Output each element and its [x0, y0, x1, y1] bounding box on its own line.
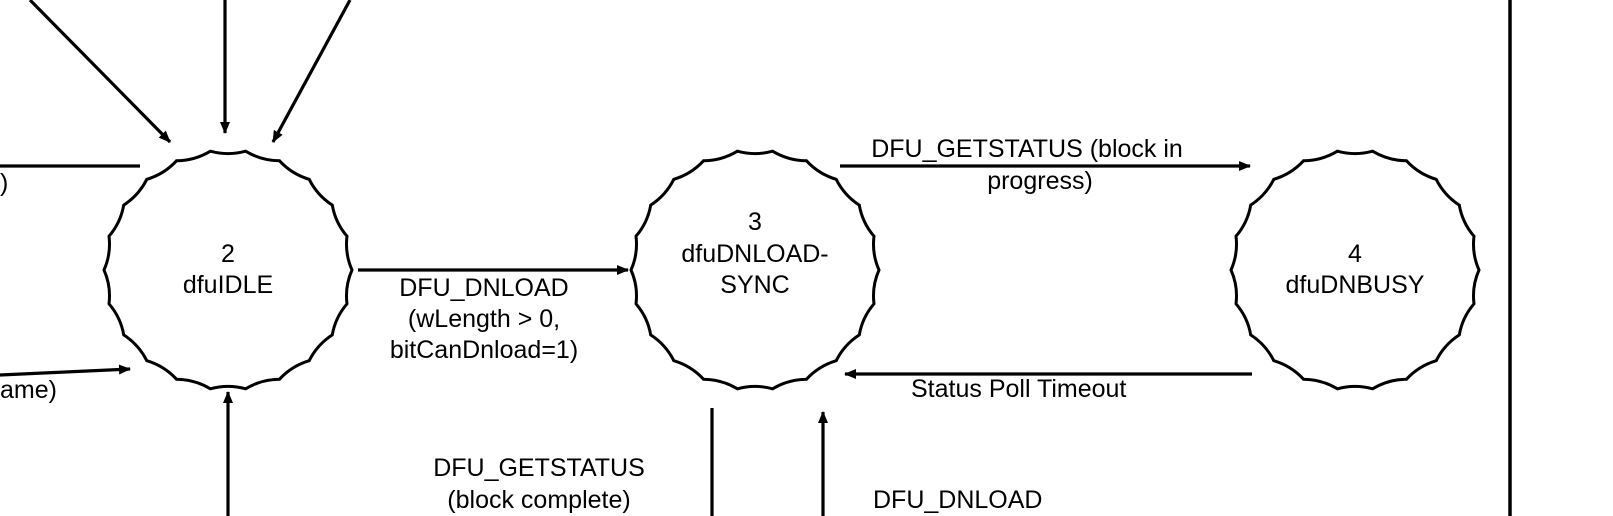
label-left-partial-top: ) [0, 169, 8, 197]
state-sync-name-line2: SYNC [720, 271, 789, 299]
state-sync-number: 3 [748, 208, 762, 236]
label-idle-to-sync-line3: bitCanDnload=1) [390, 336, 578, 364]
state-sync-name-line1: dfuDNLOAD- [681, 240, 828, 268]
state-dfudnloadsync-node [629, 149, 881, 391]
label-into-sync-bottom: DFU_DNLOAD [873, 486, 1042, 514]
label-sync-to-busy-line1: DFU_GETSTATUS (block in [871, 135, 1183, 163]
state-dfuidle-node [102, 149, 354, 391]
label-idle-to-sync-line2: (wLength > 0, [408, 305, 560, 333]
label-idle-to-sync-line1: DFU_DNLOAD [399, 274, 568, 302]
arrow-left-bottom-partial [0, 364, 131, 377]
state-busy-name: dfuDNBUSY [1286, 271, 1425, 299]
label-busy-to-sync: Status Poll Timeout [911, 375, 1126, 403]
state-idle-name: dfuIDLE [183, 271, 273, 299]
arrow-top-left-to-idle [28, 0, 172, 144]
state-busy-number: 4 [1348, 240, 1362, 268]
state-idle-number: 2 [221, 240, 235, 268]
arrow-top-right-to-idle [271, 0, 352, 143]
label-sync-to-idle-bottom-line1: DFU_GETSTATUS [433, 454, 645, 482]
state-dfudnbusy-node [1229, 149, 1481, 391]
label-sync-to-busy-line2: progress) [987, 167, 1093, 195]
label-sync-to-idle-bottom-line2: (block complete) [447, 486, 630, 514]
label-left-partial-bottom: ame) [0, 376, 57, 404]
